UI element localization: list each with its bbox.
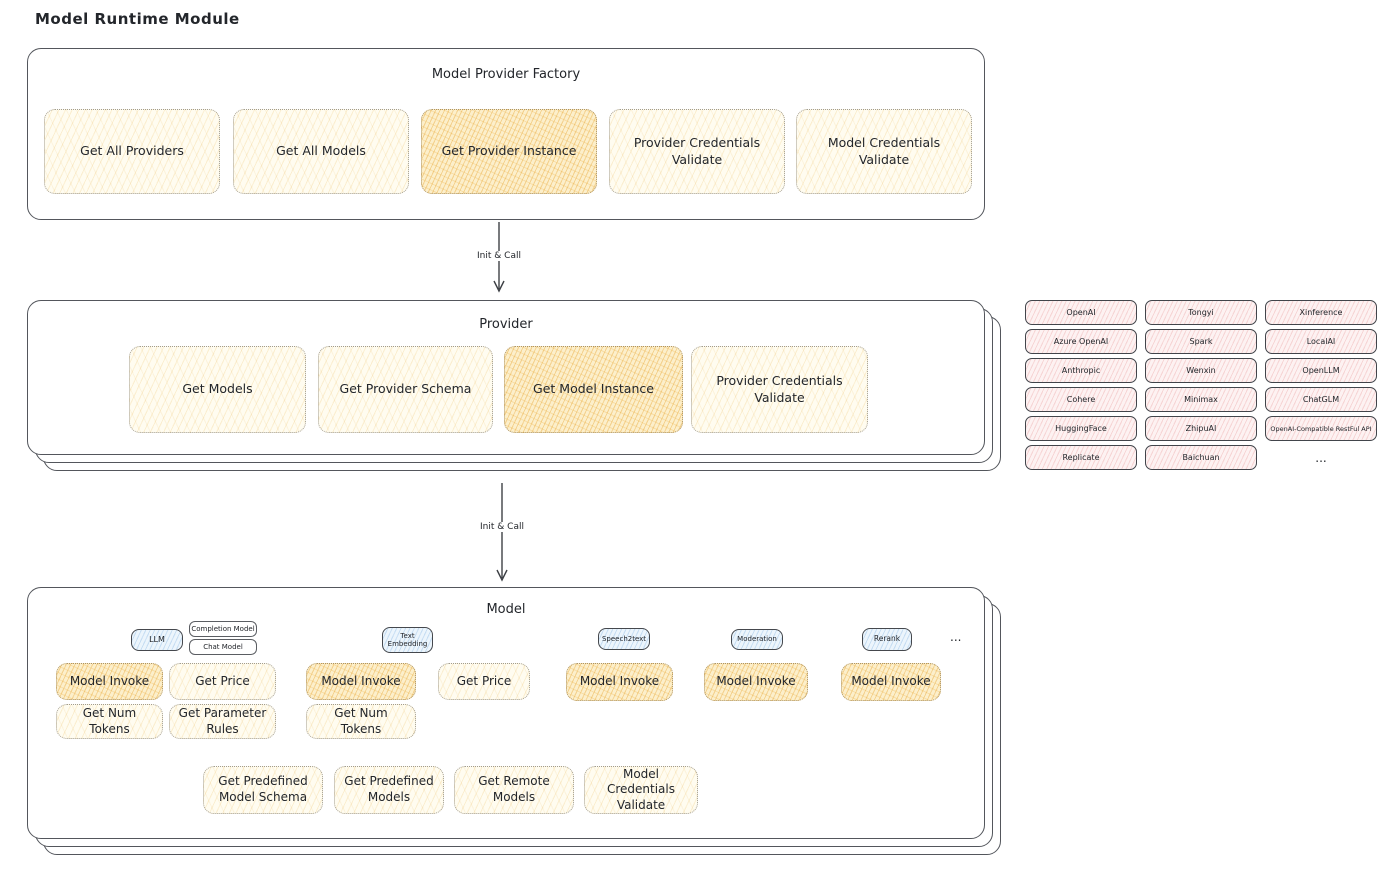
node-llm-model-invoke: Model Invoke — [56, 663, 163, 700]
provider-chip-openai-compatible: OpenAI-Compatible RestFul API — [1265, 416, 1377, 441]
providers-grid-ellipsis: ... — [1315, 450, 1327, 465]
node-model-credentials-validate: Model Credentials Validate — [796, 109, 972, 194]
provider-title: Provider — [479, 317, 533, 332]
node-embedding-get-price: Get Price — [438, 663, 530, 700]
node-moderation-model-invoke: Model Invoke — [704, 663, 808, 701]
tabs-ellipsis: ... — [950, 630, 962, 644]
provider-chip-openai: OpenAI — [1025, 300, 1137, 325]
node-get-all-models: Get All Models — [233, 109, 409, 194]
provider-chip-baichuan: Baichuan — [1145, 445, 1257, 470]
provider-chip-tongyi: Tongyi — [1145, 300, 1257, 325]
node-llm-get-price: Get Price — [169, 663, 276, 700]
provider-panel: Provider Get Models Get Provider Schema … — [27, 300, 985, 455]
node-rerank-model-invoke: Model Invoke — [841, 663, 941, 701]
factory-title: Model Provider Factory — [431, 67, 581, 82]
node-embedding-get-num-tokens: Get Num Tokens — [306, 704, 416, 739]
factory-panel: Model Provider Factory Get All Providers… — [27, 48, 985, 220]
provider-chip-huggingface: HuggingFace — [1025, 416, 1137, 441]
tab-moderation: Moderation — [731, 629, 783, 650]
model-title: Model — [486, 602, 526, 617]
node-llm-get-num-tokens: Get Num Tokens — [56, 704, 163, 739]
arrow2-label: Init & Call — [476, 522, 528, 532]
provider-chip-azure-openai: Azure OpenAI — [1025, 329, 1137, 354]
node-provider-credentials-validate-2: Provider Credentials Validate — [691, 346, 868, 433]
arrow-provider-to-model — [496, 483, 508, 582]
tab-chat-model: Chat Model — [189, 639, 257, 655]
provider-chip-zhipuai: ZhipuAI — [1145, 416, 1257, 441]
node-provider-credentials-validate: Provider Credentials Validate — [609, 109, 785, 194]
tab-speech2text: Speech2text — [598, 628, 650, 650]
arrow1-label: Init & Call — [473, 251, 525, 261]
node-get-predefined-model-schema: Get Predefined Model Schema — [203, 766, 323, 814]
tab-completion-model: Completion Model — [189, 621, 257, 637]
provider-chip-anthropic: Anthropic — [1025, 358, 1137, 383]
provider-chip-xinference: Xinference — [1265, 300, 1377, 325]
model-panel: Model LLM Completion Model Chat Model Te… — [27, 587, 985, 839]
node-get-provider-instance: Get Provider Instance — [421, 109, 597, 194]
node-get-model-instance: Get Model Instance — [504, 346, 683, 433]
providers-grid: OpenAI Azure OpenAI Anthropic Cohere Hug… — [1025, 300, 1380, 472]
node-get-provider-schema: Get Provider Schema — [318, 346, 493, 433]
provider-chip-replicate: Replicate — [1025, 445, 1137, 470]
node-speech2text-model-invoke: Model Invoke — [566, 663, 673, 701]
page-title: Model Runtime Module — [35, 10, 240, 28]
provider-chip-wenxin: Wenxin — [1145, 358, 1257, 383]
tab-llm: LLM — [131, 629, 183, 651]
provider-chip-cohere: Cohere — [1025, 387, 1137, 412]
tab-text-embedding: Text Embedding — [382, 627, 433, 653]
node-get-predefined-models: Get Predefined Models — [334, 766, 444, 814]
node-get-all-providers: Get All Providers — [44, 109, 220, 194]
provider-chip-minimax: Minimax — [1145, 387, 1257, 412]
node-embedding-model-invoke: Model Invoke — [306, 663, 416, 700]
provider-chip-localai: LocalAI — [1265, 329, 1377, 354]
node-get-models: Get Models — [129, 346, 306, 433]
provider-chip-openllm: OpenLLM — [1265, 358, 1377, 383]
provider-chip-chatglm: ChatGLM — [1265, 387, 1377, 412]
node-model-credentials-validate-2: Model Credentials Validate — [584, 766, 698, 814]
provider-chip-spark: Spark — [1145, 329, 1257, 354]
node-llm-get-parameter-rules: Get Parameter Rules — [169, 704, 276, 739]
tab-rerank: Rerank — [862, 628, 912, 651]
node-get-remote-models: Get Remote Models — [454, 766, 574, 814]
